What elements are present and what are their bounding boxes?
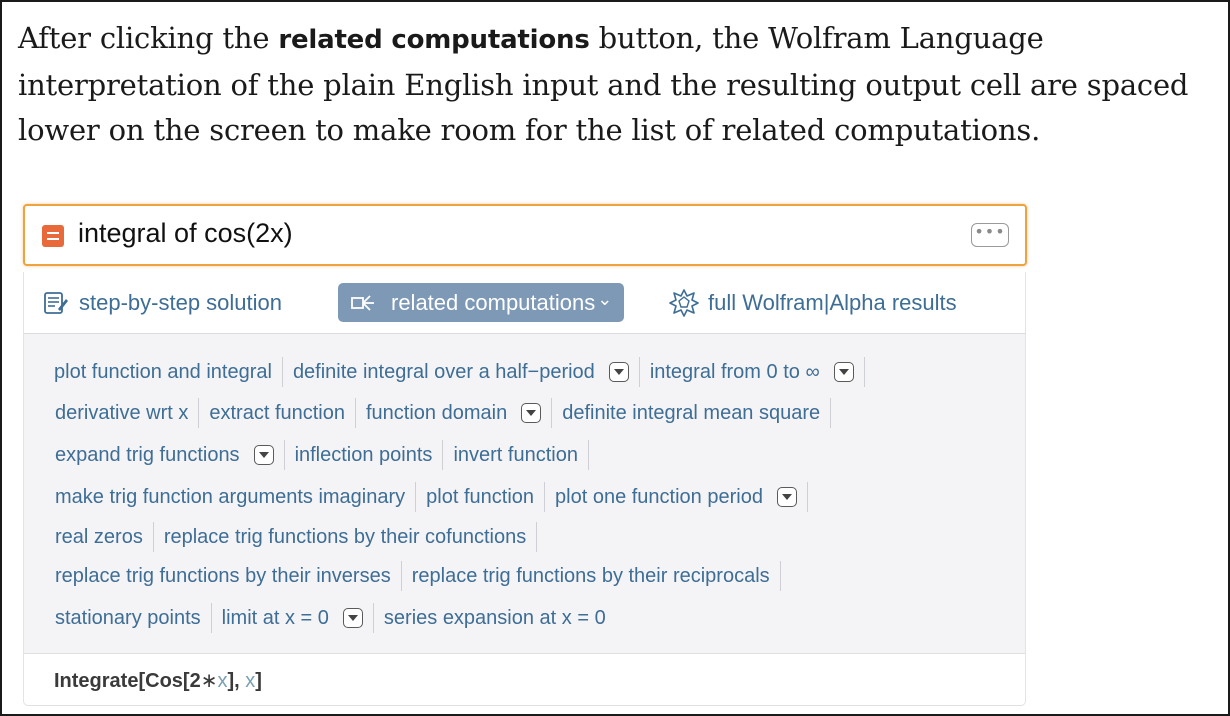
related-computations-button[interactable]: related computations ⌄ <box>338 283 625 322</box>
wolfram-alpha-input-icon <box>42 225 64 247</box>
caption-text-end: button, the Wolfram Language interpretat… <box>18 21 1189 147</box>
caption-paragraph: After clicking the related computations … <box>18 16 1223 153</box>
related-row: plot function and integral definite inte… <box>54 357 875 387</box>
related-item-label: series expansion at x = 0 <box>383 606 606 629</box>
related-item-label: inflection points <box>294 443 433 466</box>
related-item[interactable]: invert function <box>453 440 589 470</box>
related-item-label: plot one function period <box>555 485 763 508</box>
dropdown-arrow-icon[interactable] <box>776 487 797 507</box>
related-item[interactable]: make trig function arguments imaginary <box>55 482 417 512</box>
output-part: ], <box>227 670 246 692</box>
related-row: derivative wrt x extract function functi… <box>55 398 841 428</box>
natural-language-input-cell[interactable]: integral of cos(2x) ••• <box>23 204 1027 266</box>
related-item-label: integral from 0 to ∞ <box>649 360 820 383</box>
dropdown-arrow-icon[interactable] <box>342 608 363 628</box>
output-part: ] <box>255 670 262 692</box>
related-item-label: replace trig functions by their cofuncti… <box>163 525 527 548</box>
related-item-label: extract function <box>209 401 345 424</box>
related-item[interactable]: real zeros <box>55 522 154 552</box>
wolfram-language-output-cell[interactable]: Integrate[Cos[2∗x], x] <box>23 654 1026 706</box>
related-item-label: derivative wrt x <box>55 401 189 424</box>
related-item[interactable]: expand trig functions <box>55 440 285 470</box>
full-wolfram-alpha-results-button[interactable]: full Wolfram|Alpha results <box>669 284 957 322</box>
full-results-label: full Wolfram|Alpha results <box>708 290 957 315</box>
wolfram-spikey-icon <box>669 289 699 317</box>
related-item-label: replace trig functions by their inverses <box>55 564 391 587</box>
related-row: real zeros replace trig functions by the… <box>55 522 547 552</box>
multiply-symbol: ∗ <box>200 670 218 692</box>
related-item[interactable]: limit at x = 0 <box>222 603 374 633</box>
related-item[interactable]: derivative wrt x <box>55 398 200 428</box>
more-options-button[interactable]: ••• <box>971 223 1009 247</box>
related-item[interactable]: plot function and integral <box>54 357 283 387</box>
related-item-label: definite integral mean square <box>562 401 821 424</box>
related-item-label: invert function <box>453 443 578 466</box>
step-by-step-icon <box>44 292 68 314</box>
related-item[interactable]: definite integral over a half−period <box>293 357 640 387</box>
related-item[interactable]: integral from 0 to ∞ <box>650 357 865 387</box>
dropdown-arrow-icon[interactable] <box>253 445 274 465</box>
related-item-label: plot function <box>426 485 535 508</box>
related-item-label: make trig function arguments imaginary <box>55 485 406 508</box>
dropdown-arrow-icon[interactable] <box>608 362 629 382</box>
dropdown-arrow-icon[interactable] <box>833 362 854 382</box>
result-toolbar: step-by-step solution related computatio… <box>23 272 1026 334</box>
related-item-label: real zeros <box>55 525 143 548</box>
related-item-label: expand trig functions <box>55 443 240 466</box>
step-by-step-solution-button[interactable]: step-by-step solution <box>42 284 282 322</box>
related-item[interactable]: series expansion at x = 0 <box>384 603 616 633</box>
output-variable: x <box>217 670 228 692</box>
related-item[interactable]: plot one function period <box>555 482 808 512</box>
related-item-label: limit at x = 0 <box>221 606 329 629</box>
related-item-label: definite integral over a half−period <box>292 360 595 383</box>
related-item[interactable]: definite integral mean square <box>562 398 832 428</box>
output-part: Integrate[Cos[2 <box>54 670 201 692</box>
chevron-down-icon: ⌄ <box>597 289 613 309</box>
related-item-label: stationary points <box>55 606 201 629</box>
caption-text-start: After clicking the <box>18 21 279 55</box>
related-computations-label: related computations <box>391 289 596 315</box>
dropdown-arrow-icon[interactable] <box>521 403 542 423</box>
related-row: stationary points limit at x = 0 series … <box>55 603 626 633</box>
step-by-step-label: step-by-step solution <box>79 290 282 315</box>
caption-bold-term: related computations <box>278 25 590 55</box>
query-text[interactable]: integral of cos(2x) <box>78 218 293 248</box>
related-item[interactable]: plot function <box>426 482 546 512</box>
related-computations-panel: plot function and integral definite inte… <box>23 334 1026 654</box>
related-row: replace trig functions by their inverses… <box>55 561 791 591</box>
output-variable: x <box>245 670 256 692</box>
related-item[interactable]: function domain <box>366 398 553 428</box>
output-expression: Integrate[Cos[2∗x], x] <box>54 668 262 693</box>
related-item[interactable]: inflection points <box>295 440 444 470</box>
related-item-label: function domain <box>366 401 508 424</box>
related-item[interactable]: replace trig functions by their inverses <box>55 561 402 591</box>
related-row: expand trig functions inflection points … <box>55 440 599 470</box>
related-item-label: plot function and integral <box>54 360 272 383</box>
related-item[interactable]: stationary points <box>55 603 212 633</box>
related-item-label: replace trig functions by their reciproc… <box>411 564 770 587</box>
related-item[interactable]: extract function <box>209 398 356 428</box>
related-row: make trig function arguments imaginary p… <box>55 482 818 512</box>
related-item[interactable]: replace trig functions by their cofuncti… <box>163 522 538 552</box>
related-computations-icon <box>351 294 374 311</box>
related-item[interactable]: replace trig functions by their reciproc… <box>412 561 781 591</box>
